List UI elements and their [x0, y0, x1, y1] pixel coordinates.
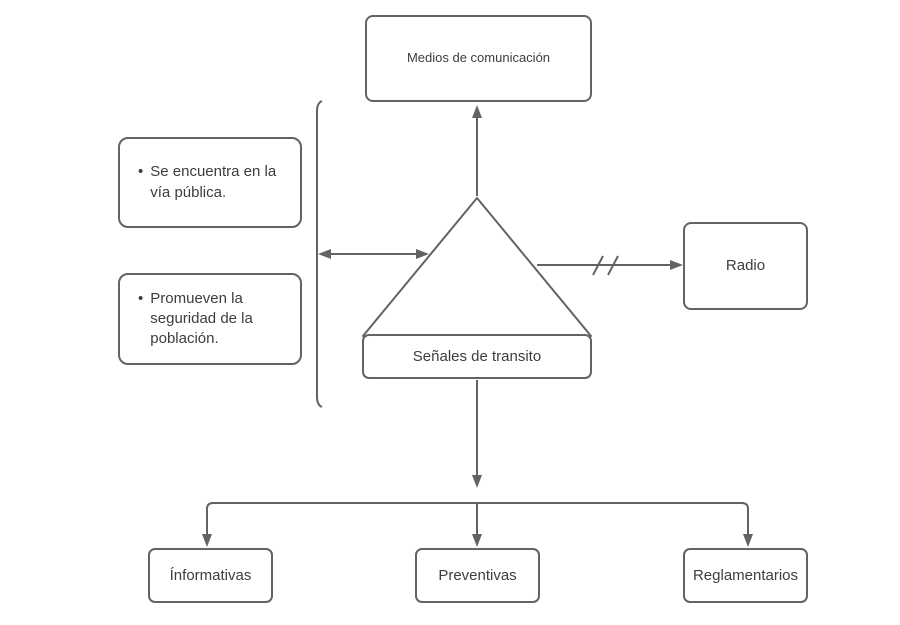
arrowhead-down-preventivas-icon	[472, 534, 482, 547]
node-reglamentarios: Reglamentarios	[683, 548, 808, 603]
bullet-glyph: •	[138, 289, 144, 307]
feature-text: Se encuentra en la vía pública.	[150, 163, 277, 201]
triangle-shape	[362, 197, 592, 337]
node-medios-label: Medios de comunicación	[406, 50, 551, 66]
node-informativas: Ínformativas	[148, 548, 273, 603]
bullet-glyph: •	[138, 163, 144, 181]
break-slash-2	[607, 255, 619, 276]
node-preventivas: Preventivas	[415, 548, 540, 603]
node-feature-via-publica: • Se encuentra en la vía pública.	[118, 137, 302, 228]
node-reglamentarios-label: Reglamentarios	[692, 566, 799, 584]
node-informativas-label: Ínformativas	[169, 566, 252, 584]
node-preventivas-label: Preventivas	[438, 566, 517, 584]
node-feature-seguridad: • Promueven la seguridad de la población…	[118, 273, 302, 365]
arrowhead-down-center-icon	[472, 475, 482, 488]
node-medios-de-comunicacion: Medios de comunicación	[365, 15, 592, 102]
left-bracket	[316, 100, 323, 408]
arrowhead-left-icon	[318, 249, 331, 259]
feature-row: • Promueven la seguridad de la población…	[138, 289, 286, 350]
node-senales-de-transito: Señales de transito	[362, 334, 592, 379]
node-radio: Radio	[683, 222, 808, 310]
arrowhead-down-informativas-icon	[202, 534, 212, 547]
feature-text: Promueven la seguridad de la población.	[150, 289, 253, 348]
node-senales-label: Señales de transito	[412, 347, 542, 365]
feature-row: • Se encuentra en la vía pública.	[138, 162, 286, 203]
break-slash-1	[592, 255, 604, 276]
arrowhead-radio-icon	[670, 260, 683, 270]
arrowhead-up-icon	[472, 105, 482, 118]
node-radio-label: Radio	[725, 257, 766, 275]
arrowhead-right-icon	[416, 249, 429, 259]
arrowhead-down-reglamentarios-icon	[743, 534, 753, 547]
